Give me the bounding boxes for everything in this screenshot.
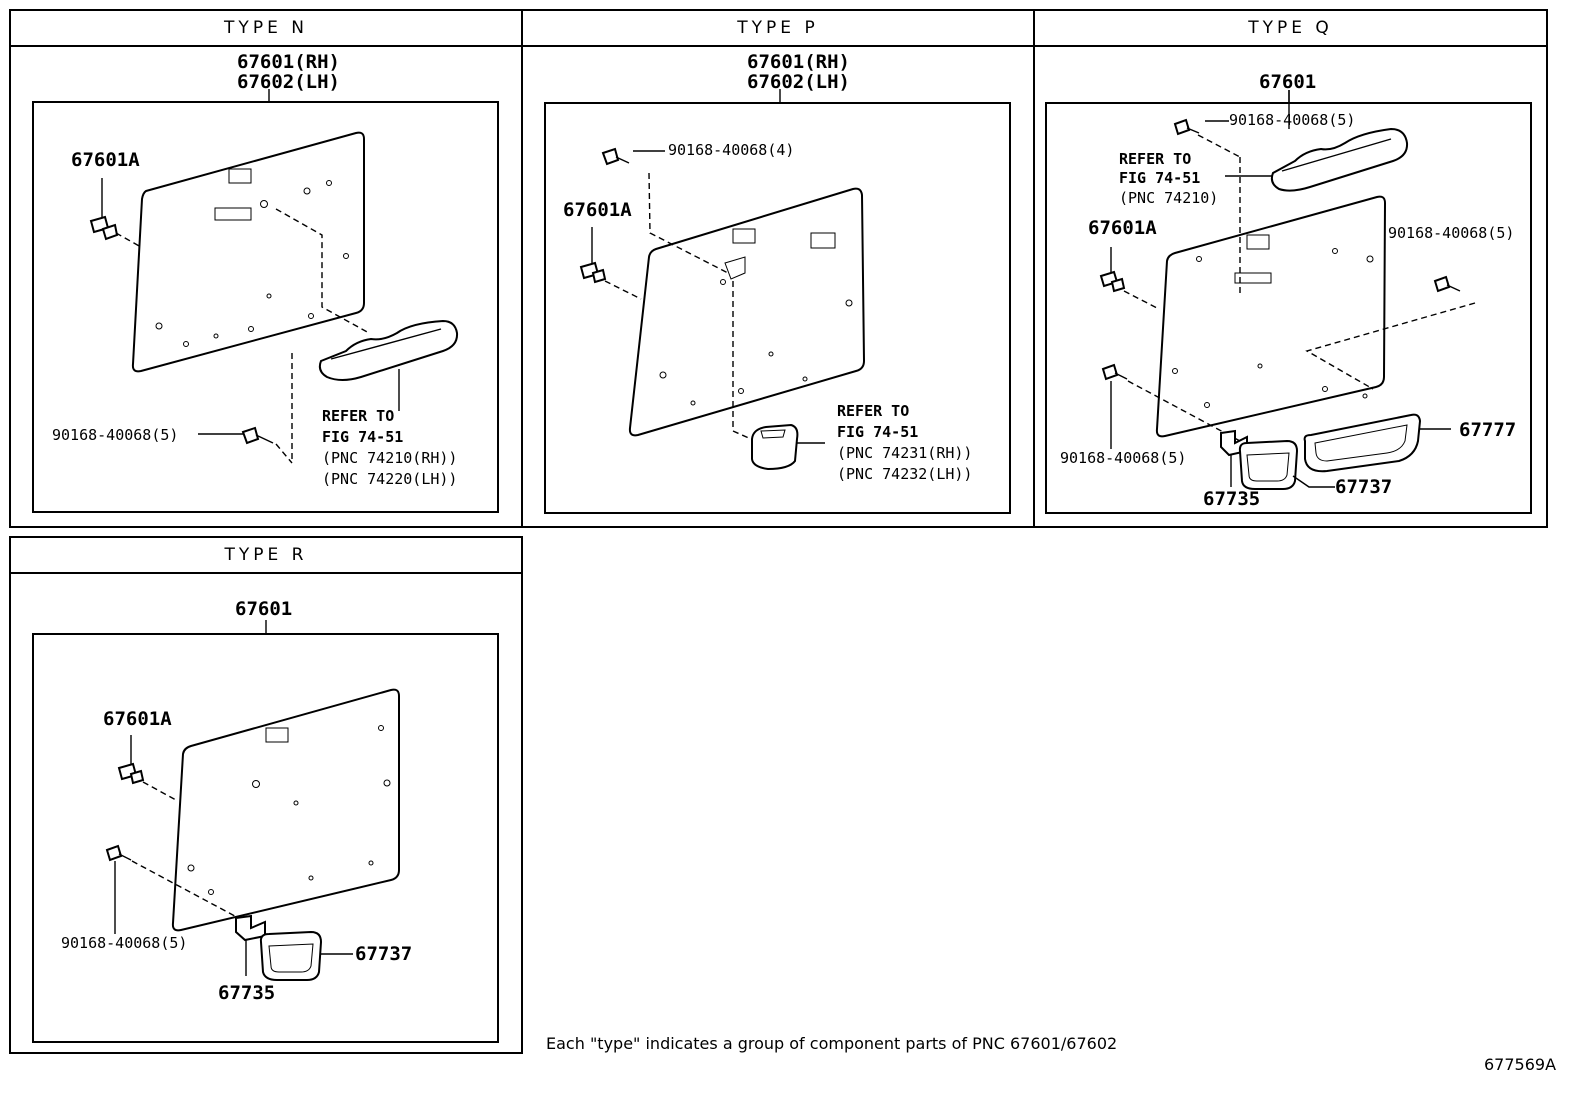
part-label-pocket: 67777 (1459, 419, 1517, 441)
door-trim-diagram (105, 620, 400, 981)
part-label-clip: 67601A (563, 199, 632, 221)
refer-line-4: (PNC 74232(LH)) (837, 465, 973, 483)
part-label-main: 67601 (1259, 71, 1317, 93)
door-trim-diagram (89, 89, 459, 464)
part-label-screw: 90168-40068(5) (61, 934, 188, 952)
part-label-bracket: 67735 (218, 982, 276, 1004)
refer-line-3: (PNC 74210(RH)) (322, 449, 458, 467)
part-label-clip: 67601A (103, 708, 172, 730)
refer-line-3: (PNC 74210) (1119, 189, 1219, 207)
refer-line-2: FIG 74-51 (837, 423, 919, 441)
panel-type-n: TYPE N 67601(RH) 67602(LH) 67601A 90168-… (9, 9, 523, 528)
footnote: Each "type" indicates a group of compone… (546, 1034, 1118, 1053)
part-label-handle: 67737 (355, 943, 413, 965)
panel-type-q: TYPE Q 67601 (1033, 9, 1548, 528)
panel-type-p: TYPE P 67601(RH) 67602(LH) 90168-40068(4… (521, 9, 1035, 528)
refer-line-1: REFER TO (322, 407, 395, 425)
part-label-main: 67601 (235, 598, 293, 620)
panel-type-r: TYPE R 67601 67601A 90168-40068(5) 67737… (9, 536, 523, 1054)
diagram-frame (32, 101, 499, 513)
part-label-bracket: 67735 (1203, 488, 1261, 510)
part-label-main-alt: 67602(LH) (237, 71, 340, 93)
panel-title: TYPE P (523, 11, 1033, 47)
refer-line-3: (PNC 74231(RH)) (837, 444, 973, 462)
panel-title: TYPE Q (1035, 11, 1546, 47)
refer-line-1: REFER TO (837, 402, 910, 420)
diagram-frame (544, 102, 1011, 514)
part-label-handle: 67737 (1335, 476, 1393, 498)
door-trim-diagram (579, 89, 866, 471)
panel-title: TYPE N (11, 11, 521, 47)
part-label-screw-bottom: 90168-40068(5) (1060, 449, 1187, 467)
figure-id: 677569A (1484, 1055, 1557, 1074)
part-label-screw: 90168-40068(5) (52, 426, 179, 444)
part-label-main: 67601(RH) (237, 51, 340, 73)
part-label-screw-top: 90168-40068(5) (1229, 111, 1356, 129)
part-label-main: 67601(RH) (747, 51, 850, 73)
part-label-clip: 67601A (1088, 217, 1157, 239)
refer-line-1: REFER TO (1119, 150, 1192, 168)
refer-line-4: (PNC 74220(LH)) (322, 470, 458, 488)
door-trim-diagram (1099, 90, 1476, 490)
part-label-screw-right: 90168-40068(5) (1388, 224, 1515, 242)
panel-title: TYPE R (11, 538, 521, 574)
refer-line-2: FIG 74-51 (322, 428, 404, 446)
refer-line-2: FIG 74-51 (1119, 169, 1201, 187)
part-label-screw: 90168-40068(4) (668, 141, 795, 159)
part-label-clip: 67601A (71, 149, 140, 171)
part-label-main-alt: 67602(LH) (747, 71, 850, 93)
